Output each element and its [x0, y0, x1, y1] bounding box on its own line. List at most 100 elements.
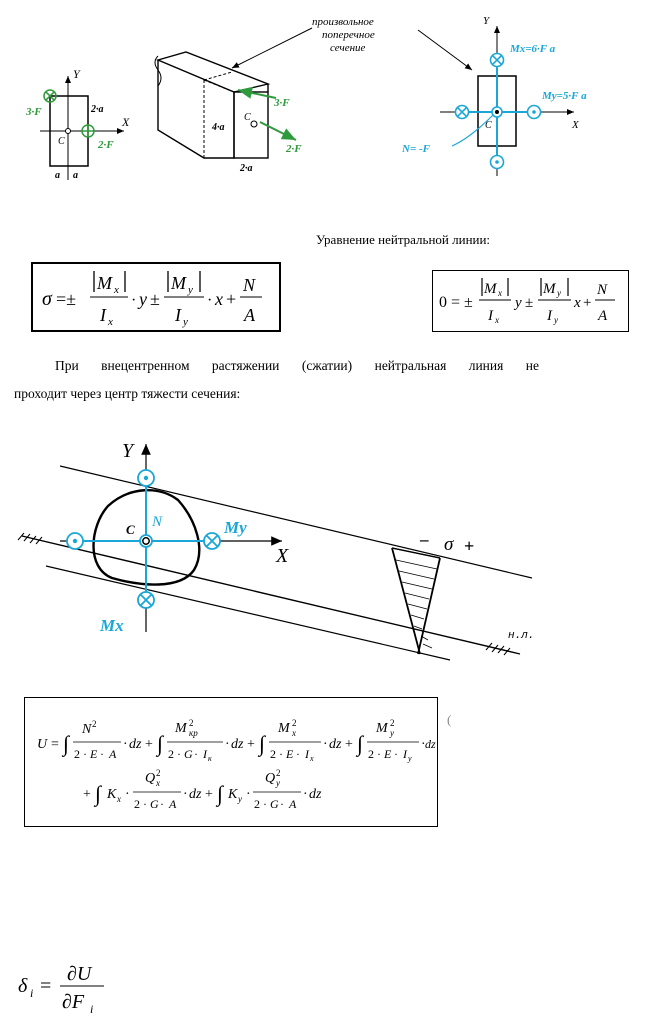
svg-text:A: A — [108, 747, 117, 761]
paragraph-line1: При внецентренном растяжении (сжатии) не… — [55, 358, 539, 373]
svg-text:·: · — [131, 292, 136, 309]
svg-text:M: M — [170, 273, 187, 293]
svg-text:·: · — [246, 787, 251, 802]
svg-text:+: + — [83, 787, 91, 802]
svg-text:x: x — [116, 794, 121, 804]
svg-text:±: ± — [150, 289, 160, 309]
svg-text:M: M — [96, 273, 113, 293]
svg-text:N: N — [242, 275, 256, 295]
fig2-minus: – — [420, 530, 429, 549]
svg-text:i: i — [90, 1002, 93, 1016]
fig1-right-n: N= -F — [401, 143, 431, 155]
svg-text:+: + — [345, 737, 353, 752]
svg-text:I: I — [304, 747, 310, 761]
svg-text:y: y — [137, 289, 147, 309]
svg-text:2 ·: 2 · — [134, 797, 147, 811]
fig1-middle-label-1: произвольное — [312, 16, 374, 28]
svg-text:y: y — [553, 315, 558, 325]
svg-text:A: A — [168, 797, 177, 811]
stress-formula-box: σ =± M x I x · y ± M y I y · x + N A — [31, 262, 281, 332]
svg-text:x: x — [155, 778, 160, 788]
svg-text:A: A — [597, 308, 608, 324]
svg-text:=±: =± — [56, 289, 76, 309]
svg-text:±: ± — [525, 295, 533, 311]
svg-text:·: · — [323, 737, 328, 752]
svg-text:2: 2 — [292, 718, 297, 728]
svg-text:G: G — [270, 797, 279, 811]
svg-text:x: x — [497, 288, 502, 298]
displacement-formula: δ i = ∂U ∂F i — [18, 963, 104, 1016]
svg-text:I: I — [174, 305, 182, 325]
svg-text:y: y — [187, 284, 193, 296]
svg-text:∫: ∫ — [355, 731, 365, 757]
svg-text:x: x — [107, 316, 113, 328]
svg-text:I: I — [202, 747, 208, 761]
svg-text:E: E — [89, 747, 98, 761]
svg-text:+: + — [205, 787, 213, 802]
svg-text:·: · — [183, 787, 188, 802]
stress-formula: σ =± M x I x · y ± M y I y · x + N A — [42, 271, 262, 328]
svg-text:·: · — [421, 737, 426, 752]
svg-text:I: I — [487, 308, 494, 324]
svg-text:2: 2 — [276, 768, 281, 778]
fig1-right-axis-y: Y — [483, 15, 491, 27]
svg-text:x: x — [573, 295, 581, 311]
svg-text:y: y — [237, 794, 242, 804]
svg-text:2 ·: 2 · — [270, 747, 283, 761]
svg-text:+: + — [247, 737, 255, 752]
svg-text:∂F: ∂F — [62, 991, 85, 1013]
fig1-left-axis-x: X — [121, 115, 130, 129]
svg-text:=: = — [51, 737, 59, 752]
fig2-my-label: My — [224, 518, 247, 537]
fig1-middle-label-3: сечение — [330, 42, 366, 54]
svg-text:δ: δ — [18, 975, 28, 997]
svg-text:N: N — [596, 282, 608, 298]
fig2-n-label: N — [152, 514, 163, 530]
fig1-right-axis-x: X — [571, 119, 580, 131]
fig1-middle-dim-2a: 2·a — [239, 163, 253, 174]
svg-text:=: = — [40, 975, 51, 997]
svg-text:·: · — [100, 747, 104, 761]
svg-text:M: M — [277, 721, 291, 736]
svg-text:·: · — [394, 747, 398, 761]
fig2-center: C — [126, 522, 135, 537]
svg-text:x: x — [214, 289, 223, 309]
svg-text:G: G — [150, 797, 159, 811]
svg-text:+: + — [583, 295, 591, 311]
svg-text:x: x — [494, 315, 499, 325]
svg-text:y: y — [556, 288, 561, 298]
svg-text:dz: dz — [329, 737, 342, 752]
svg-text:σ: σ — [42, 288, 53, 310]
fig1-middle-beam — [154, 51, 297, 159]
svg-text:·: · — [194, 747, 198, 761]
svg-text:y: y — [407, 754, 412, 763]
fig1-left-dim-2a: 2·a — [90, 104, 104, 115]
fig1-middle-center: C — [244, 112, 251, 123]
svg-text:dz: dz — [129, 737, 142, 752]
svg-text:кр: кр — [189, 728, 198, 738]
svg-text:A: A — [243, 305, 256, 325]
svg-text:·: · — [280, 797, 284, 811]
svg-text:+: + — [145, 737, 153, 752]
neutral-line-title: Уравнение нейтральной линии: — [316, 232, 491, 247]
svg-text:E: E — [285, 747, 294, 761]
fig1-right-section — [440, 26, 574, 176]
svg-text:x: x — [291, 728, 296, 738]
svg-text:·: · — [207, 292, 212, 309]
svg-text:M: M — [542, 281, 557, 297]
neutral-line-formula-box: 0 = ± M x I x y ± M y I y x + N A — [432, 270, 629, 332]
svg-text:·: · — [123, 737, 128, 752]
svg-text:N: N — [81, 722, 92, 737]
fig2-sigma: σ — [444, 534, 454, 555]
fig1-middle-force-3f: 3·F — [273, 97, 290, 109]
fig1-middle-force-2f: 2·F — [285, 143, 302, 155]
svg-text:dz: dz — [189, 787, 202, 802]
fig1-right-center: C — [485, 120, 492, 131]
fig1-middle-label-2: поперечное — [322, 29, 375, 41]
energy-formula-tag: ( — [447, 712, 452, 727]
svg-text:0 = ±: 0 = ± — [439, 294, 473, 311]
svg-text:·: · — [225, 737, 230, 752]
fig2-mx-label: Mx — [100, 616, 124, 635]
svg-text:dz: dz — [309, 787, 322, 802]
